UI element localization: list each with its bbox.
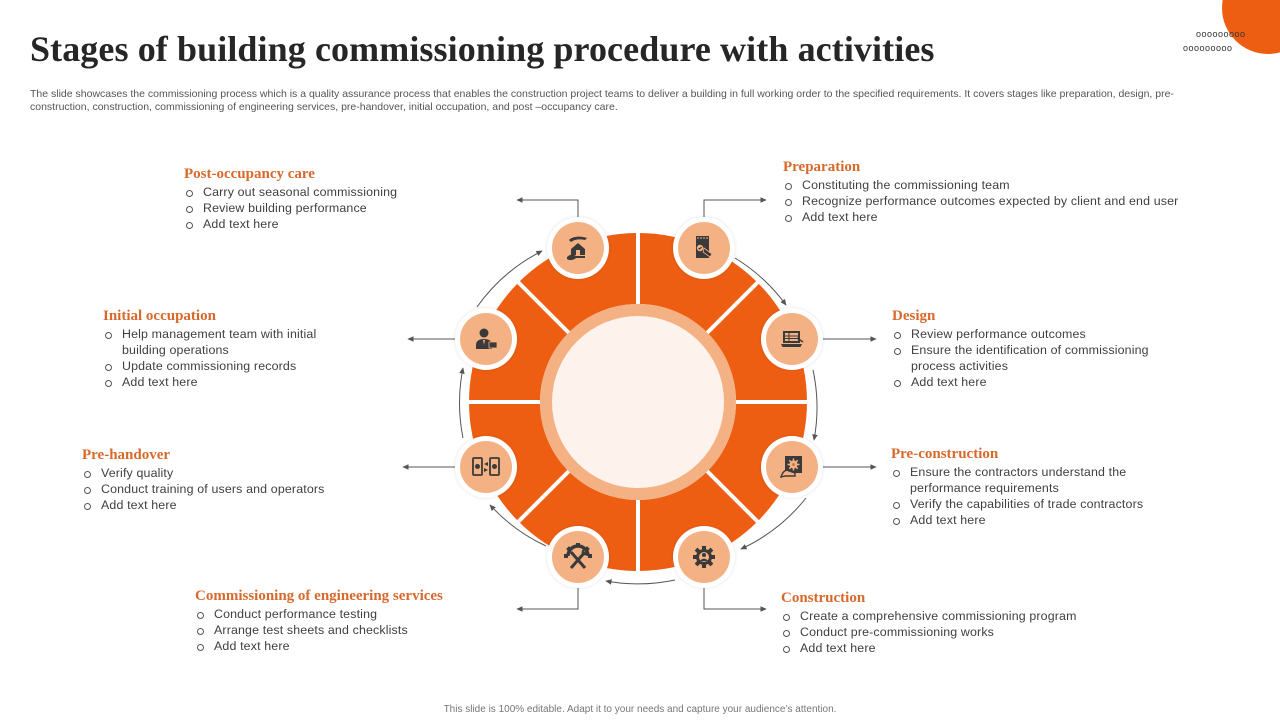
- stage-node-commissioning-engineering-services[interactable]: [547, 526, 609, 588]
- stage-bullet: Conduct pre-commissioning works: [781, 624, 1121, 640]
- stage-bullet: Add text here: [781, 640, 1121, 656]
- page-title: Stages of building commissioning procedu…: [30, 29, 935, 69]
- stage-node-construction[interactable]: [673, 526, 735, 588]
- stage-title: Design: [892, 308, 936, 324]
- laptop-blueprint-icon: [781, 331, 804, 347]
- stage-bullet: Add text here: [892, 374, 1182, 390]
- stage-title: Commissioning of engineering services: [195, 588, 443, 604]
- stage-bullet: Verify the capabilities of trade contrac…: [891, 496, 1171, 512]
- stage-node-pre-construction[interactable]: [761, 436, 823, 498]
- stage-preparation: Preparation Constituting the commissioni…: [783, 158, 1223, 225]
- stage-bullet: Arrange test sheets and checklists: [195, 622, 515, 638]
- stage-post-occupancy-care: Post-occupancy care Carry out seasonal c…: [184, 165, 444, 232]
- hand-gear-board-icon: [779, 456, 802, 478]
- stage-initial-occupation: Initial occupation Help management team …: [103, 307, 343, 390]
- stage-bullet: Carry out seasonal commissioning: [184, 184, 444, 200]
- stage-bullet: Constituting the commissioning team: [783, 177, 1223, 193]
- center-disc: [552, 316, 724, 488]
- stage-pre-construction: Pre-construction Ensure the contractors …: [891, 445, 1171, 528]
- mobile-transfer-icon: [472, 457, 500, 476]
- stage-bullet: Update commissioning records: [103, 358, 343, 374]
- stage-bullet: Add text here: [82, 497, 372, 513]
- page-subtitle: The slide showcases the commissioning pr…: [30, 88, 1174, 113]
- gear-worker-icon: [693, 546, 715, 568]
- stage-node-pre-handover[interactable]: [455, 436, 517, 498]
- stage-bullet: Verify quality: [82, 465, 372, 481]
- stage-bullet: Add text here: [891, 512, 1171, 528]
- stage-bullet: Recognize performance outcomes expected …: [783, 193, 1223, 209]
- stage-title: Preparation: [783, 159, 861, 175]
- footer-note: This slide is 100% editable. Adapt it to…: [443, 704, 837, 715]
- decorative-dots-row: ooooooooo: [1183, 43, 1233, 53]
- stage-node-post-occupancy-care[interactable]: [547, 217, 609, 279]
- stage-commissioning-engineering-services: Commissioning of engineering services Co…: [195, 587, 515, 654]
- stage-bullet: Conduct training of users and operators: [82, 481, 372, 497]
- stage-title: Post-occupancy care: [184, 166, 315, 182]
- stage-bullet: Add text here: [184, 216, 444, 232]
- house-in-hands-icon: [567, 236, 587, 261]
- stage-construction: Construction Create a comprehensive comm…: [781, 589, 1121, 656]
- stage-node-preparation[interactable]: [673, 217, 735, 279]
- decorative-dots-row: ooooooooo: [1196, 29, 1246, 39]
- stage-node-design[interactable]: [761, 308, 823, 370]
- stage-bullet: Review building performance: [184, 200, 444, 216]
- gear-tools-icon: [564, 543, 592, 569]
- stage-bullet: Add text here: [195, 638, 515, 654]
- stage-bullet: Help management team with initial buildi…: [103, 326, 343, 358]
- stage-design: Design Review performance outcomes Ensur…: [892, 307, 1182, 390]
- inner-ring: [540, 304, 736, 500]
- stage-bullet: Add text here: [103, 374, 343, 390]
- stage-title: Pre-construction: [891, 446, 999, 462]
- stage-title: Initial occupation: [103, 308, 216, 324]
- stage-title: Pre-handover: [82, 447, 171, 463]
- stage-bullet: Ensure the contractors understand the pe…: [891, 464, 1171, 496]
- stage-node-initial-occupation[interactable]: [455, 308, 517, 370]
- stage-bullet: Review performance outcomes: [892, 326, 1182, 342]
- stage-bullet: Add text here: [783, 209, 1223, 225]
- stage-title: Construction: [781, 590, 866, 606]
- businessman-icon: [476, 328, 498, 349]
- checklist-document-icon: [696, 236, 713, 258]
- stage-bullet: Ensure the identification of commissioni…: [892, 342, 1182, 374]
- stage-bullet: Conduct performance testing: [195, 606, 515, 622]
- stage-pre-handover: Pre-handover Verify quality Conduct trai…: [82, 446, 372, 513]
- stage-bullet: Create a comprehensive commissioning pro…: [781, 608, 1121, 624]
- ring-segments: [469, 233, 807, 571]
